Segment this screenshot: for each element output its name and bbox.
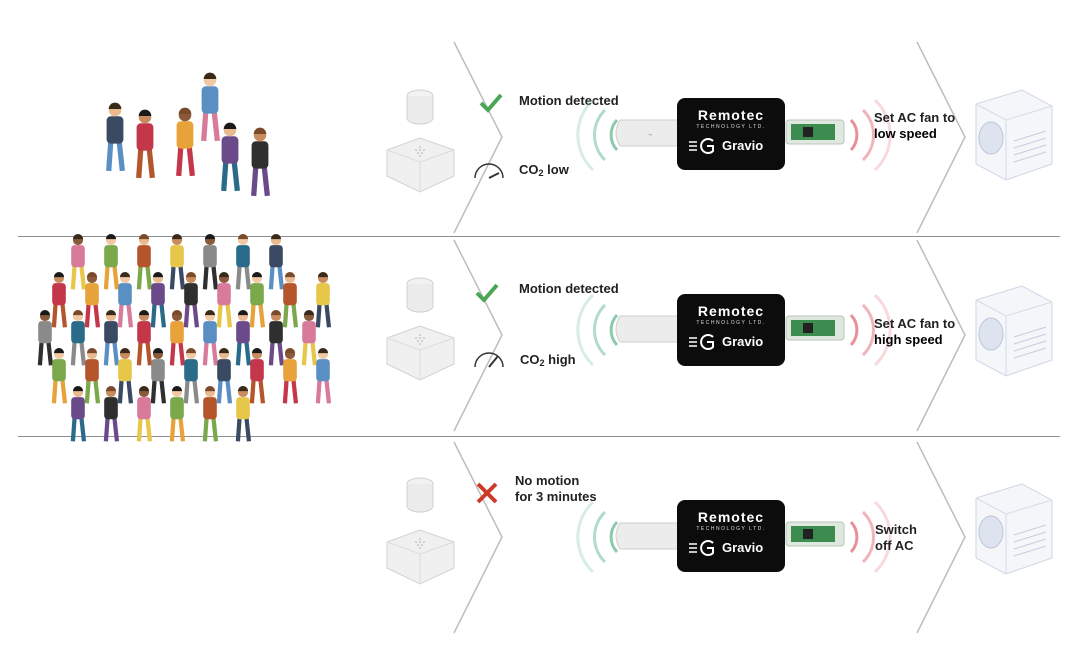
gauge-icon — [474, 352, 504, 368]
air-conditioner-icon — [975, 285, 1053, 377]
row-divider — [18, 236, 1060, 237]
scenario-row-2: Motion detected CO2 high Remotec TECHNOL… — [0, 238, 1080, 433]
signal-waves-icon — [576, 293, 619, 367]
gauge-icon — [474, 163, 504, 179]
svg-text:⌁: ⌁ — [648, 130, 653, 139]
gravio-hub: Remotec TECHNOLOGY LTD. Gravio — [677, 500, 785, 572]
person-figure — [136, 386, 153, 442]
person-figure — [235, 234, 252, 290]
chevron-separator — [916, 41, 966, 234]
person-figure — [235, 386, 252, 442]
co2-label: CO2 high — [520, 352, 576, 368]
check-icon — [479, 93, 503, 113]
person-figure — [315, 348, 332, 404]
person-figure — [103, 310, 120, 366]
condition-label: Motion detected — [519, 281, 619, 296]
chevron-separator — [453, 441, 503, 634]
person-figure — [51, 348, 68, 404]
gravio-logo-icon — [689, 334, 714, 350]
person-figure — [70, 234, 87, 290]
person-figure — [235, 310, 252, 366]
motion-sensor-icon — [406, 277, 434, 313]
chevron-separator — [453, 41, 503, 234]
person-figure — [136, 109, 155, 179]
co2-sensor-icon — [386, 325, 455, 381]
chevron-separator — [453, 239, 503, 432]
gravio-logo-icon — [689, 540, 714, 556]
row-divider — [18, 436, 1060, 437]
person-figure — [282, 272, 299, 328]
scenario-row-1: Motion detected CO2 low ⌁ Remotec TECHNO… — [0, 40, 1080, 235]
chevron-separator — [916, 239, 966, 432]
person-figure — [103, 234, 120, 290]
cross-icon — [476, 482, 498, 504]
person-figure — [202, 234, 219, 290]
person-figure — [183, 348, 200, 404]
person-figure — [249, 272, 266, 328]
person-figure — [176, 107, 195, 177]
person-figure — [70, 310, 87, 366]
person-figure — [221, 122, 240, 192]
check-icon — [475, 283, 499, 303]
person-figure — [136, 310, 153, 366]
person-figure — [268, 234, 285, 290]
zwave-dongle-icon — [785, 521, 845, 547]
signal-waves-icon — [849, 500, 892, 574]
crowd-illustration — [37, 72, 332, 442]
co2-sensor-icon — [386, 529, 455, 585]
person-figure — [201, 72, 220, 142]
person-figure — [216, 272, 233, 328]
person-figure — [268, 310, 285, 366]
person-figure — [169, 310, 186, 366]
signal-waves-icon — [849, 98, 892, 172]
person-figure — [301, 310, 318, 366]
air-conditioner-icon — [975, 89, 1053, 181]
person-figure — [106, 102, 125, 172]
person-figure — [150, 348, 167, 404]
person-figure — [315, 272, 332, 328]
person-figure — [183, 272, 200, 328]
person-figure — [84, 272, 101, 328]
person-figure — [251, 127, 270, 197]
gravio-hub: Remotec TECHNOLOGY LTD. Gravio — [677, 98, 785, 170]
motion-sensor-icon — [406, 477, 434, 513]
usb-plug-icon: ⌁ — [615, 119, 681, 147]
zwave-dongle-icon — [785, 119, 845, 145]
signal-waves-icon — [576, 500, 619, 574]
person-figure — [249, 348, 266, 404]
condition-label: Motion detected — [519, 93, 619, 108]
person-figure — [70, 386, 87, 442]
gravio-logo-icon — [689, 138, 714, 154]
co2-label: CO2 low — [519, 162, 569, 178]
person-figure — [169, 234, 186, 290]
person-figure — [84, 348, 101, 404]
person-figure — [150, 272, 167, 328]
person-figure — [169, 386, 186, 442]
person-figure — [216, 348, 233, 404]
usb-plug-icon — [615, 315, 681, 343]
person-figure — [37, 310, 54, 366]
person-figure — [117, 272, 134, 328]
usb-plug-icon — [615, 522, 681, 550]
co2-sensor-icon — [386, 137, 455, 193]
signal-waves-icon — [849, 293, 892, 367]
motion-sensor-icon — [406, 89, 434, 125]
gravio-hub: Remotec TECHNOLOGY LTD. Gravio — [677, 294, 785, 366]
person-figure — [136, 234, 153, 290]
air-conditioner-icon — [975, 483, 1053, 575]
signal-waves-icon — [576, 98, 619, 172]
chevron-separator — [916, 441, 966, 634]
person-figure — [51, 272, 68, 328]
person-figure — [117, 348, 134, 404]
person-figure — [202, 386, 219, 442]
person-figure — [202, 310, 219, 366]
person-figure — [103, 386, 120, 442]
zwave-dongle-icon — [785, 315, 845, 341]
person-figure — [282, 348, 299, 404]
